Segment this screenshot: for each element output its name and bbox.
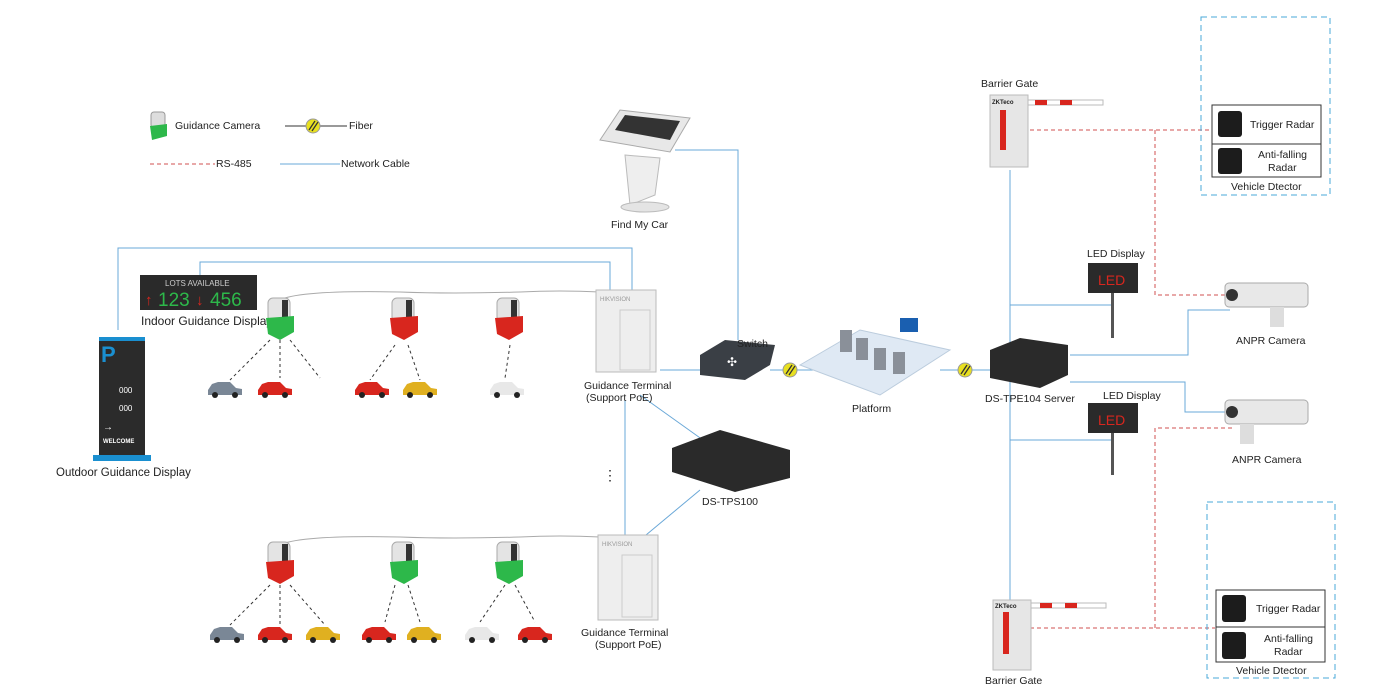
guidance-terminal-2-label: Guidance Terminal	[581, 627, 668, 639]
legend-guidance-camera: Guidance Camera	[175, 120, 260, 132]
svg-text:Radar: Radar	[1268, 162, 1297, 174]
anpr-camera-1	[1224, 282, 1309, 327]
guidance-camera-green	[266, 297, 294, 340]
ds-tps100	[672, 430, 790, 492]
rs485-cables	[1030, 129, 1235, 629]
svg-text:HIKVISION: HIKVISION	[600, 297, 630, 303]
anpr-camera-2	[1224, 399, 1309, 444]
svg-text:000: 000	[119, 404, 133, 413]
trigger-radar-icon	[1218, 111, 1242, 137]
ds-tpe104-server	[990, 338, 1068, 388]
anti-falling-radar-icon	[1222, 632, 1246, 659]
guidance-camera-red	[266, 541, 294, 584]
find-my-car-label: Find My Car	[611, 219, 669, 231]
svg-text:HIKVISION: HIKVISION	[602, 542, 632, 548]
switch: ✣	[700, 340, 775, 380]
guidance-terminal-2: HIKVISION	[597, 534, 659, 621]
svg-text:Anti-falling: Anti-falling	[1258, 149, 1307, 161]
guidance-cameras	[266, 297, 523, 584]
trigger-radar-icon	[1222, 595, 1246, 622]
svg-text:(Support PoE): (Support PoE)	[595, 639, 662, 651]
barrier-gate-bottom-label: Barrier Gate	[985, 675, 1042, 687]
guidance-camera-legend-icon	[150, 111, 167, 140]
guidance-camera-green	[495, 541, 523, 584]
guidance-terminal-1-label: Guidance Terminal	[584, 380, 671, 392]
svg-text:Anti-falling: Anti-falling	[1264, 633, 1313, 645]
fiber-legend-icon	[305, 118, 321, 134]
svg-text:(Support PoE): (Support PoE)	[586, 392, 653, 404]
platform	[798, 318, 952, 396]
tps100-label: DS-TPS100	[702, 496, 758, 508]
led-display-1-label: LED Display	[1087, 248, 1146, 260]
svg-text:456: 456	[210, 290, 242, 311]
svg-text:LOTS AVAILABLE: LOTS AVAILABLE	[165, 279, 230, 288]
indoor-guidance-display: LOTS AVAILABLE ↑ 123 ↓ 456	[140, 275, 257, 311]
barrier-gate-top-label: Barrier Gate	[981, 78, 1038, 90]
svg-text:↓: ↓	[196, 292, 204, 309]
vehicle-detector-label: Vehicle Dtector	[1231, 181, 1302, 193]
platform-label: Platform	[852, 403, 891, 415]
barrier-gate-bottom: ZKTeco	[992, 599, 1107, 671]
legend-rs485: RS-485	[216, 158, 252, 170]
svg-text:↑: ↑	[145, 292, 153, 309]
svg-text:WELCOME: WELCOME	[103, 439, 134, 445]
svg-text:123: 123	[158, 290, 190, 311]
vehicles	[208, 339, 552, 643]
switch-label: Switch	[737, 338, 768, 350]
find-my-car-kiosk	[599, 109, 691, 213]
fiber-icon	[782, 362, 798, 378]
indoor-display-label: Indoor Guidance Display	[141, 314, 272, 328]
barrier-gate-top: ZKTeco	[989, 94, 1104, 168]
vehicle-detector-label: Vehicle Dtector	[1236, 665, 1307, 677]
svg-text:LED: LED	[1098, 272, 1125, 288]
server-label: DS-TPE104 Server	[985, 393, 1075, 405]
trigger-radar-label: Trigger Radar	[1256, 603, 1321, 615]
guidance-camera-red	[495, 297, 523, 340]
legend-network-cable: Network Cable	[341, 158, 410, 170]
anpr-camera-2-label: ANPR Camera	[1232, 454, 1302, 466]
outdoor-guidance-display: P 000 000 → WELCOME	[93, 337, 151, 461]
svg-text:✣: ✣	[727, 355, 737, 369]
svg-text:→: →	[103, 422, 113, 433]
guidance-camera-red	[390, 297, 418, 340]
guidance-camera-green	[390, 541, 418, 584]
outdoor-display-label: Outdoor Guidance Display	[56, 467, 191, 479]
svg-text:LED: LED	[1098, 412, 1125, 428]
anpr-camera-1-label: ANPR Camera	[1236, 335, 1306, 347]
fiber-icon	[957, 362, 973, 378]
led-display-1: LED	[1088, 263, 1138, 338]
svg-text:000: 000	[119, 386, 133, 395]
svg-text:ZKTeco: ZKTeco	[992, 100, 1014, 106]
vehicle-detector-1: Trigger Radar Anti-falling Radar Vehicle…	[1200, 16, 1331, 196]
led-display-2: LED	[1088, 403, 1138, 475]
trigger-radar-label: Trigger Radar	[1250, 119, 1315, 131]
svg-text:P: P	[101, 342, 116, 367]
led-display-2-label: LED Display	[1103, 390, 1162, 402]
svg-text:ZKTeco: ZKTeco	[995, 604, 1017, 610]
svg-text:Radar: Radar	[1274, 646, 1303, 658]
legend-fiber: Fiber	[349, 120, 373, 132]
guidance-terminal-1: HIKVISION	[595, 289, 657, 373]
anti-falling-radar-icon	[1218, 148, 1242, 174]
legend: Guidance Camera Fiber RS-485 Network Cab…	[150, 111, 410, 170]
more-dots: ⋮	[603, 467, 617, 483]
vehicle-detector-2: Trigger Radar Anti-falling Radar Vehicle…	[1206, 501, 1336, 679]
